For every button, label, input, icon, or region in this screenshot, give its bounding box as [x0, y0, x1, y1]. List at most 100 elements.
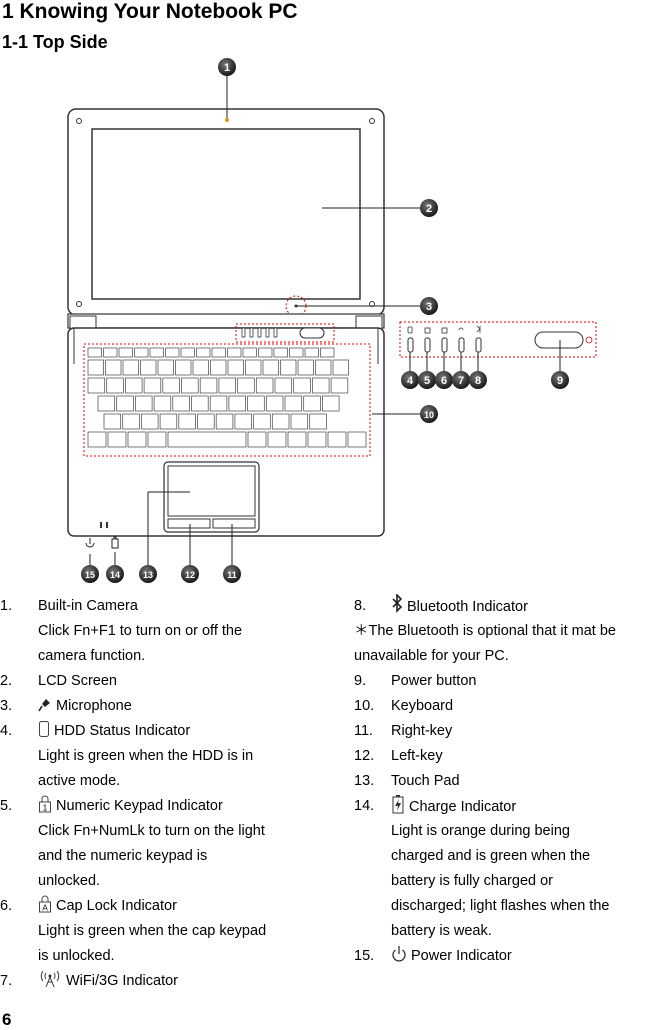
list-item: 2. LCD Screen — [0, 669, 320, 694]
item-label: Cap Lock Indicator — [56, 898, 177, 914]
item-description: camera function. — [38, 648, 146, 664]
item-description: ＊The Bluetooth is optional that it mat b… — [354, 623, 616, 639]
list-item: 3. Microphone — [0, 694, 320, 719]
item-label: WiFi/3G Indicator — [66, 973, 178, 989]
list-item: 9. Power button — [354, 669, 649, 694]
svg-text:4: 4 — [407, 375, 414, 387]
callout-1: 1 — [218, 58, 236, 76]
list-item: 11. Right-key — [354, 719, 649, 744]
svg-text:2: 2 — [426, 203, 432, 215]
callout-4: 4 — [401, 371, 419, 389]
page-heading: 1 Knowing Your Notebook PC — [2, 0, 298, 23]
item-number: 9. — [354, 673, 367, 689]
svg-text:1: 1 — [43, 804, 48, 813]
item-number: 13. — [354, 773, 375, 789]
callout-8: 8 — [469, 371, 487, 389]
svg-text:11: 11 — [227, 570, 237, 580]
list-item: 14. Charge Indicator — [354, 794, 649, 819]
svg-text:13: 13 — [143, 570, 153, 580]
item-label: Power Indicator — [411, 948, 512, 964]
item-number: 10. — [354, 698, 375, 714]
item-number: 1. — [0, 598, 13, 614]
list-item: 8.Bluetooth Indicator — [354, 593, 649, 619]
svg-text:5: 5 — [424, 375, 430, 387]
svg-text:8: 8 — [475, 375, 481, 387]
item-label: Charge Indicator — [409, 799, 517, 815]
caps-lock-icon: A — [38, 895, 52, 922]
item-label: Power button — [391, 673, 477, 689]
svg-text:A: A — [42, 904, 48, 913]
item-label: Touch Pad — [391, 773, 460, 789]
svg-text:12: 12 — [185, 570, 195, 580]
bluetooth-icon — [391, 593, 403, 623]
item-description: battery is weak. — [391, 923, 492, 939]
item-description: charged and is green when the — [391, 848, 591, 864]
power-icon — [391, 945, 407, 972]
svg-text:7: 7 — [458, 375, 464, 387]
item-number: 3. — [0, 698, 13, 714]
item-label: HDD Status Indicator — [54, 723, 191, 739]
callout-2: 2 — [420, 199, 438, 217]
item-label: LCD Screen — [38, 673, 117, 689]
callout-3: 3 — [420, 297, 438, 315]
callout-6: 6 — [435, 371, 453, 389]
wifi-icon — [38, 970, 62, 997]
callout-15: 15 — [81, 565, 99, 583]
svg-text:14: 14 — [110, 570, 120, 580]
item-label: Microphone — [56, 698, 132, 714]
list-item: 5. 1 Numeric Keypad Indicator — [0, 794, 320, 819]
callout-9: 9 — [551, 371, 569, 389]
item-number: 6. — [0, 898, 13, 914]
item-number: 2. — [0, 673, 13, 689]
page-number: 6 — [2, 1010, 12, 1029]
item-number: 12. — [354, 748, 375, 764]
svg-text:9: 9 — [557, 375, 563, 387]
item-description: Click Fn+F1 to turn on or off the — [38, 623, 243, 639]
svg-text:6: 6 — [441, 375, 447, 387]
svg-text:10: 10 — [424, 410, 434, 420]
item-description: discharged; light flashes when the — [391, 898, 610, 914]
callout-7: 7 — [452, 371, 470, 389]
callout-5: 5 — [418, 371, 436, 389]
item-label: Keyboard — [391, 698, 454, 714]
callout-10: 10 — [420, 405, 438, 423]
item-label: Right-key — [391, 723, 453, 739]
list-item: 12. Left-key — [354, 744, 649, 769]
list-item: 10. Keyboard — [354, 694, 649, 719]
list-item: 6. A Cap Lock Indicator — [0, 894, 320, 919]
item-description: Light is orange during being — [391, 823, 570, 839]
list-item: 13. Touch Pad — [354, 769, 649, 794]
item-description: unavailable for your PC. — [354, 648, 509, 664]
item-description: Click Fn+NumLk to turn on the light — [38, 823, 265, 839]
svg-text:1: 1 — [224, 62, 230, 74]
item-number: 8. — [354, 598, 367, 614]
item-number: 15. — [354, 948, 375, 964]
list-item: 15. Power Indicator — [354, 944, 649, 969]
microphone-icon — [38, 697, 52, 722]
hdd-icon — [38, 720, 50, 747]
numeric-lock-icon: 1 — [38, 795, 52, 822]
list-item: 1.Built-in Camera — [0, 594, 320, 619]
item-label: Left-key — [391, 748, 443, 764]
callout-11: 11 — [223, 565, 241, 583]
list-item: 4.HDD Status Indicator — [0, 719, 320, 744]
section-heading: 1-1 Top Side — [2, 32, 108, 52]
right-column: 8.Bluetooth Indicator ＊The Bluetooth is o… — [354, 593, 649, 969]
item-description: active mode. — [38, 773, 121, 789]
item-description: Light is green when the cap keypad — [38, 923, 267, 939]
charge-icon — [391, 794, 405, 823]
callout-14: 14 — [106, 565, 124, 583]
svg-text:3: 3 — [426, 301, 432, 313]
item-number: 5. — [0, 798, 13, 814]
item-description: and the numeric keypad is — [38, 848, 208, 864]
callout-12: 12 — [181, 565, 199, 583]
item-number: 11. — [354, 723, 374, 739]
item-number: 7. — [0, 973, 13, 989]
item-label: Numeric Keypad Indicator — [56, 798, 223, 814]
item-number: 14. — [354, 798, 375, 814]
svg-text:15: 15 — [85, 570, 95, 580]
callout-13: 13 — [139, 565, 157, 583]
list-item: 7. WiFi/3G Indicator — [0, 969, 320, 994]
